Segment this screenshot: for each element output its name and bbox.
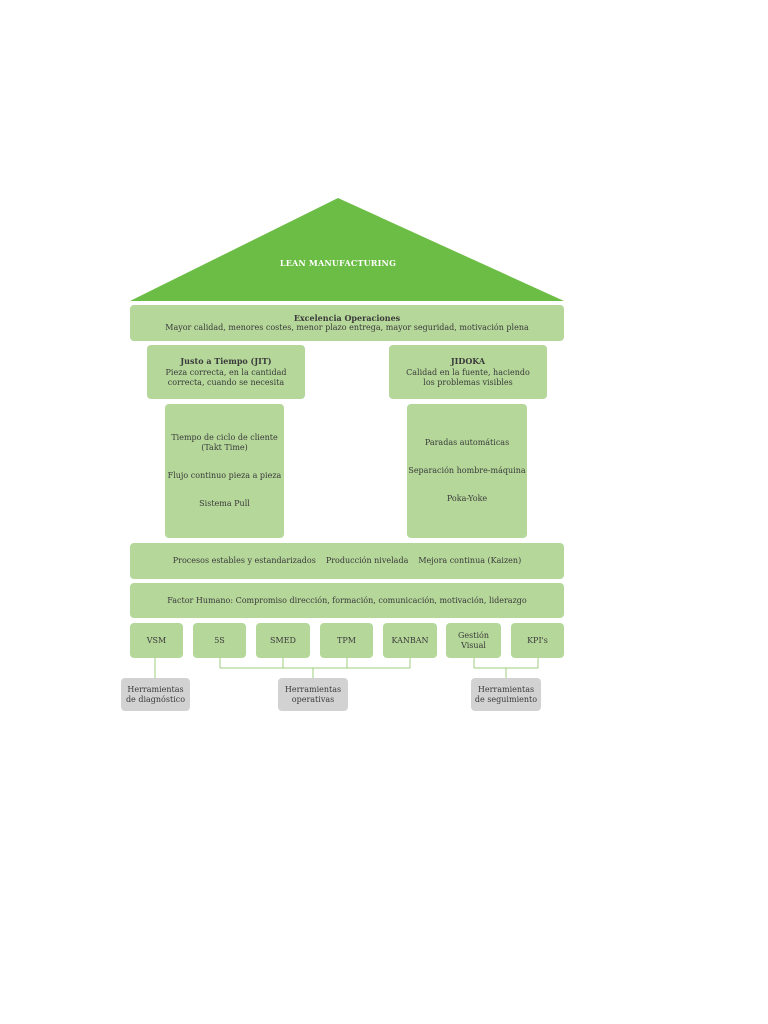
category-operative: Herramientas operativas	[278, 678, 348, 711]
tool-smed-label: SMED	[270, 635, 296, 645]
jit-flow-item: Flujo continuo pieza a pieza	[167, 471, 282, 480]
roof-title: LEAN MANUFACTURING	[279, 258, 397, 268]
category-monitoring-line-2: de seguimiento	[474, 694, 538, 704]
foundation-row: Procesos estables y estandarizados Produc…	[173, 556, 521, 566]
tool-vsm-label: VSM	[146, 635, 167, 645]
human-factor-box: Factor Humano: Compromiso dirección, for…	[130, 583, 564, 618]
jit-pillar: Tiempo de ciclo de cliente (Takt Time) F…	[165, 404, 284, 538]
foundation-stable: Procesos estables y estandarizados	[172, 556, 316, 565]
tool-gestion-visual: Gestión Visual	[446, 623, 501, 658]
jidoka-line-1: Calidad en la fuente, haciendo	[406, 368, 530, 377]
jidoka-line-2: los problemas visibles	[423, 378, 513, 387]
human-factor-text: Factor Humano: Compromiso dirección, for…	[167, 595, 527, 605]
tool-gestion-line-2: Visual	[461, 640, 486, 650]
tool-smed: SMED	[256, 623, 310, 658]
foundation-box: Procesos estables y estandarizados Produc…	[130, 543, 564, 579]
jit-pull-item: Sistema Pull	[199, 499, 250, 508]
tool-kpis: KPI's	[511, 623, 564, 658]
tool-kanban: KANBAN	[383, 623, 437, 658]
tool-tpm-label: TPM	[337, 635, 356, 645]
jidoka-stops-item: Paradas automáticas	[424, 438, 510, 447]
excellence-box: Excelencia Operaciones Mayor calidad, me…	[130, 305, 564, 341]
category-diagnostic: Herramientas de diagnóstico	[121, 678, 190, 711]
foundation-leveled: Producción nivelada	[325, 556, 409, 565]
category-operative-line-2: operativas	[291, 694, 335, 704]
category-operative-line-1: Herramientas	[284, 684, 342, 694]
category-monitoring-line-1: Herramientas	[477, 684, 535, 694]
jidoka-header-box: JIDOKA Calidad en la fuente, haciendo lo…	[389, 345, 547, 399]
jidoka-pillar: Paradas automáticas Separación hombre-má…	[407, 404, 527, 538]
tool-kanban-label: KANBAN	[391, 635, 429, 645]
tool-vsm: VSM	[130, 623, 183, 658]
tool-tpm: TPM	[320, 623, 373, 658]
jit-takt-item: Tiempo de ciclo de cliente (Takt Time)	[171, 433, 277, 453]
category-monitoring: Herramientas de seguimiento	[471, 678, 541, 711]
jidoka-pokayoke-item: Poka-Yoke	[446, 494, 488, 503]
tool-5s: 5S	[193, 623, 246, 658]
jit-takt-line-2: (Takt Time)	[201, 443, 248, 452]
jidoka-separation-item: Separación hombre-máquina	[408, 466, 526, 475]
tool-gestion-line-1: Gestión	[458, 630, 489, 640]
foundation-kaizen: Mejora continua (Kaizen)	[418, 556, 522, 565]
category-diagnostic-line-2: de diagnóstico	[125, 694, 186, 704]
jit-line-1: Pieza correcta, en la cantidad	[165, 368, 287, 377]
jit-header-box: Justo a Tiempo (JIT) Pieza correcta, en …	[147, 345, 305, 399]
excellence-subtitle: Mayor calidad, menores costes, menor pla…	[165, 323, 529, 332]
jit-takt-line-1: Tiempo de ciclo de cliente	[171, 433, 278, 442]
category-diagnostic-line-1: Herramientas	[127, 684, 184, 694]
tool-5s-label: 5S	[214, 635, 225, 645]
excellence-title: Excelencia Operaciones	[293, 313, 401, 323]
jidoka-title: JIDOKA	[450, 356, 486, 366]
jit-title: Justo a Tiempo (JIT)	[180, 356, 272, 366]
jit-line-2: correcta, cuando se necesita	[167, 378, 285, 387]
tool-kpis-label: KPI's	[527, 635, 548, 645]
